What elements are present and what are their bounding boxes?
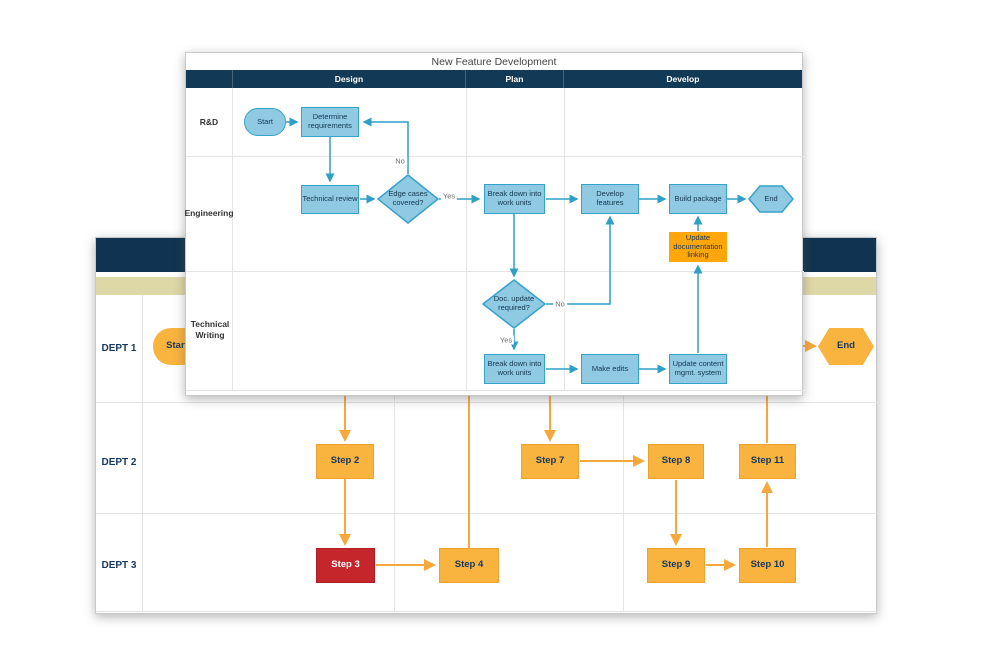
lane-label-dept2: DEPT 2 (101, 456, 137, 468)
grid-line (186, 390, 804, 391)
decision-doc-update-shape (481, 279, 547, 329)
lane-label-rnd: R&D (199, 116, 219, 127)
flow-node-develop-features[interactable]: Develop features (581, 184, 639, 214)
grid-line (232, 88, 233, 390)
grid-line (564, 88, 565, 390)
grid-line (186, 271, 804, 272)
flow-node-end-shape (748, 185, 794, 213)
flow-node-update-content-mgmt[interactable]: Update content mgmt. system (669, 354, 727, 384)
grid-line (466, 88, 467, 390)
flow-node-break-down-tw[interactable]: Break down into work units (484, 354, 545, 384)
flow-node-step7[interactable]: Step 7 (521, 444, 579, 479)
lane-label-technical-writing: Technical Writing (190, 319, 230, 340)
flow-node-step4[interactable]: Step 4 (439, 548, 499, 583)
flow-node-start[interactable]: Start (244, 108, 286, 136)
branch-label-no: No (553, 299, 567, 309)
phase-header-row: Design Plan Develop (186, 70, 802, 88)
flow-node-step10[interactable]: Step 10 (739, 548, 796, 583)
grid-line (623, 295, 624, 611)
lane-label-dept3: DEPT 3 (101, 559, 137, 571)
phase-header-develop: Develop (562, 70, 802, 88)
grid-line (394, 295, 395, 611)
branch-label-yes: Yes (497, 335, 515, 345)
flow-node-step2[interactable]: Step 2 (316, 444, 374, 479)
grid-line (186, 156, 804, 157)
flow-node-technical-review[interactable]: Technical review (301, 185, 359, 214)
branch-label-yes: Yes (440, 191, 458, 201)
flow-node-step9[interactable]: Step 9 (647, 548, 705, 583)
flow-node-determine-requirements[interactable]: Determine requirements (301, 107, 359, 137)
flow-node-break-down-eng[interactable]: Break down into work units (484, 184, 545, 214)
flow-node-build-package[interactable]: Build package (669, 184, 727, 214)
flow-node-end[interactable]: End (818, 328, 874, 365)
foreground-connectors (286, 117, 794, 374)
branch-label-no: No (393, 156, 407, 166)
flow-node-step3[interactable]: Step 3 (316, 548, 375, 583)
diagram-title: New Feature Development (431, 55, 557, 68)
foreground-flowchart-card: New Feature Development Design Plan Deve… (184, 52, 804, 396)
grid-line (142, 295, 143, 611)
lane-label-dept1: DEPT 1 (101, 342, 137, 354)
grid-line (96, 513, 878, 514)
grid-line (96, 611, 878, 612)
flow-node-step8[interactable]: Step 8 (648, 444, 704, 479)
flow-node-make-edits[interactable]: Make edits (581, 354, 639, 384)
phase-header-plan: Plan (465, 70, 563, 88)
decision-edge-cases-shape (376, 174, 440, 224)
grid-line (96, 402, 878, 403)
flow-node-update-doc-linking[interactable]: Update documentation linking (669, 232, 727, 262)
flow-node-step11[interactable]: Step 11 (739, 444, 796, 479)
phase-header-design: Design (231, 70, 465, 88)
lane-label-engineering: Engineering (184, 207, 234, 218)
